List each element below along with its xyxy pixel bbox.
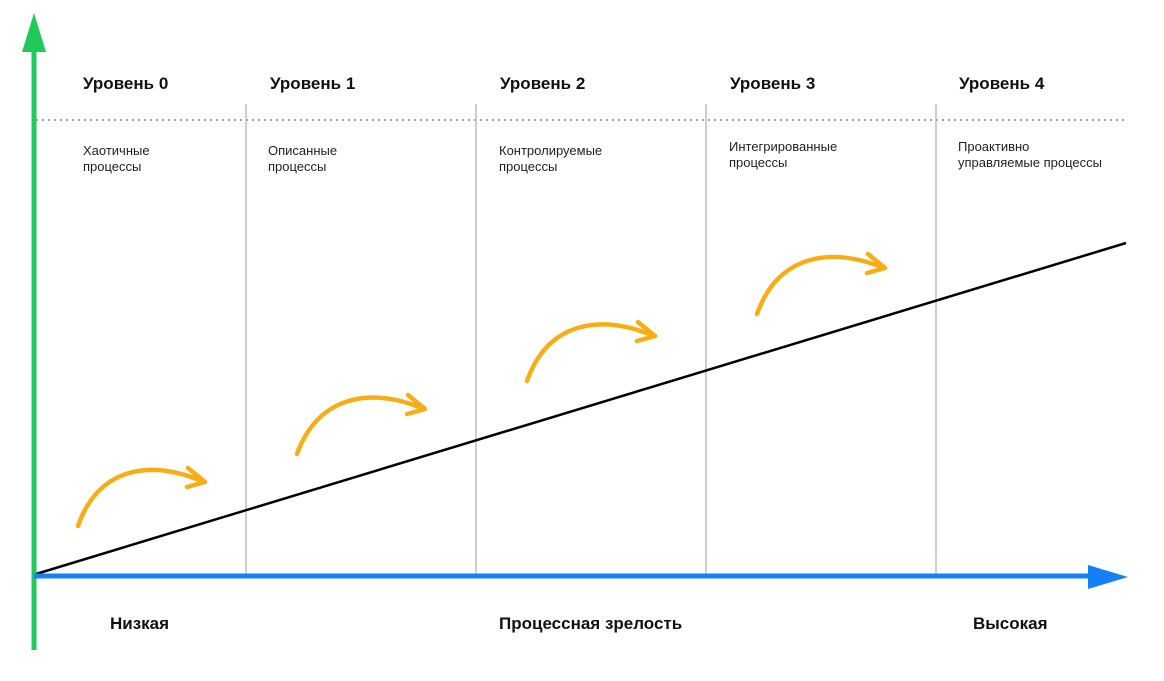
x-axis-high-label: Высокая: [973, 614, 1048, 633]
maturity-trend-line: [35, 241, 1127, 576]
level-3-title: Уровень 3: [730, 74, 816, 93]
level-3-description: Интегрированные процессы: [729, 139, 838, 170]
level-4-title: Уровень 4: [959, 74, 1045, 93]
curved-arrow-icon: [524, 319, 658, 384]
x-axis-title: Процессная зрелость: [499, 614, 683, 633]
curved-arrow-icon: [754, 251, 888, 317]
y-axis-arrowhead-icon: [22, 13, 46, 52]
level-2-title: Уровень 2: [500, 74, 586, 93]
y-axis: [22, 13, 46, 650]
x-axis-low-label: Низкая: [110, 614, 170, 633]
curved-arrow-icon: [75, 465, 208, 529]
curved-arrow-icon: [294, 392, 428, 457]
level-1-title: Уровень 1: [270, 74, 356, 93]
step-arrows: [75, 251, 888, 529]
level-0-description: Хаотичные процессы: [83, 143, 150, 174]
level-2-description: Контролируемые процессы: [499, 143, 603, 174]
level-0-title: Уровень 0: [83, 74, 169, 93]
level-4-description: Проактивно управляемые процессы: [958, 139, 1102, 170]
level-dividers: [245, 104, 937, 576]
level-1-description: Описанные процессы: [268, 143, 338, 174]
x-axis: [34, 565, 1128, 589]
x-axis-arrowhead-icon: [1088, 565, 1128, 589]
